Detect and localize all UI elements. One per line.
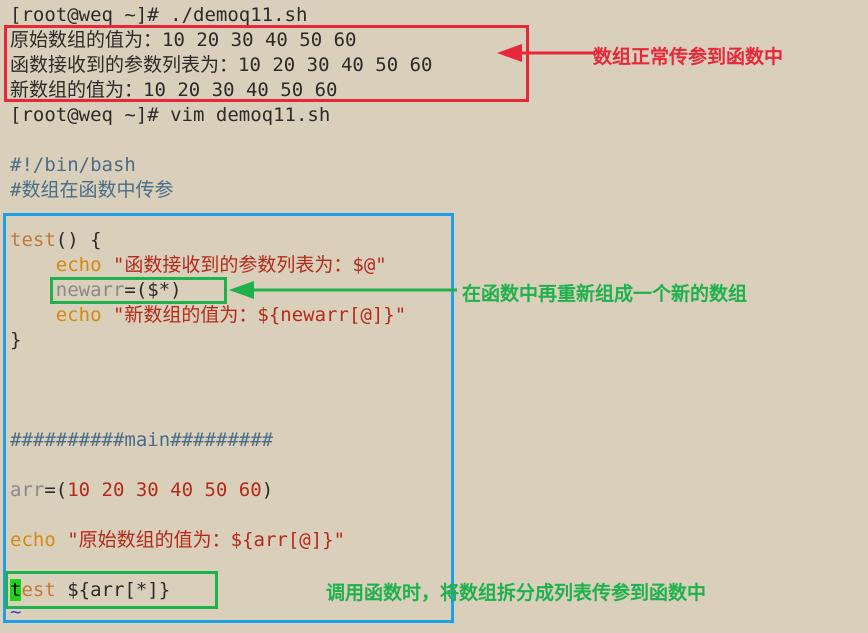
call-highlight-box [5,571,218,609]
arr-var: arr [10,479,45,501]
vim-empty-line-marker: ~ [10,601,22,623]
function-call-arg: ${arr[*]} [67,579,171,601]
arr-open: =( [44,479,68,501]
arr-values: 10 20 30 40 50 60 [67,479,262,501]
output-line-original: 原始数组的值为：10 20 30 40 50 60 [10,29,357,51]
echo-keyword: echo [55,304,102,326]
output-highlight-box [4,25,529,102]
shebang-line: #!/bin/bash [10,154,136,176]
output-line-params: 函数接收到的参数列表为：10 20 30 40 50 60 [10,54,433,76]
function-close-brace: } [10,329,22,351]
echo-params-string: "函数接收到的参数列表为：$@" [112,254,387,276]
arr-assignment: arr=(10 20 30 40 50 60) [10,478,273,503]
arr-close: ) [261,479,274,501]
annotation-split-pass: 调用函数时，将数组拆分成列表传参到函数中 [326,582,707,604]
echo-newarr-string: "新数组的值为：${newarr[@]}" [112,304,407,326]
main-comment: ##########main######### [10,429,274,451]
function-name: test [10,229,56,251]
echo-arr-line: echo "原始数组的值为：${arr[@]}" [10,528,345,553]
echo-keyword: echo [55,254,102,276]
comment-line: #数组在函数中传参 [10,179,174,201]
newarr-highlight-box [50,277,227,304]
annotation-normal-pass: 数组正常传参到函数中 [593,46,784,68]
script-highlight-box [3,213,454,623]
function-call-name: est [21,579,56,601]
newarr-assignment: newarr=($*) [10,278,182,303]
echo-keyword: echo [10,529,56,551]
output-line-new: 新数组的值为：10 20 30 40 50 60 [10,79,338,101]
newarr-var: newarr [55,279,125,301]
vim-command: [root@weq ~]# vim demoq11.sh [10,104,331,126]
echo-params-line: echo "函数接收到的参数列表为：$@" [10,253,387,278]
vim-cursor[interactable]: t [10,579,22,601]
function-definition: test() { [10,228,102,253]
annotation-new-array: 在函数中再重新组成一个新的数组 [462,283,748,305]
echo-newarr-line: echo "新数组的值为：${newarr[@]}" [10,303,406,328]
function-parens: () { [55,229,102,251]
newarr-value: =($*) [124,279,182,301]
run-command: [root@weq ~]# ./demoq11.sh [10,4,308,26]
echo-arr-string: "原始数组的值为：${arr[@]}" [67,529,346,551]
function-call-line: test ${arr[*]} [10,578,170,603]
